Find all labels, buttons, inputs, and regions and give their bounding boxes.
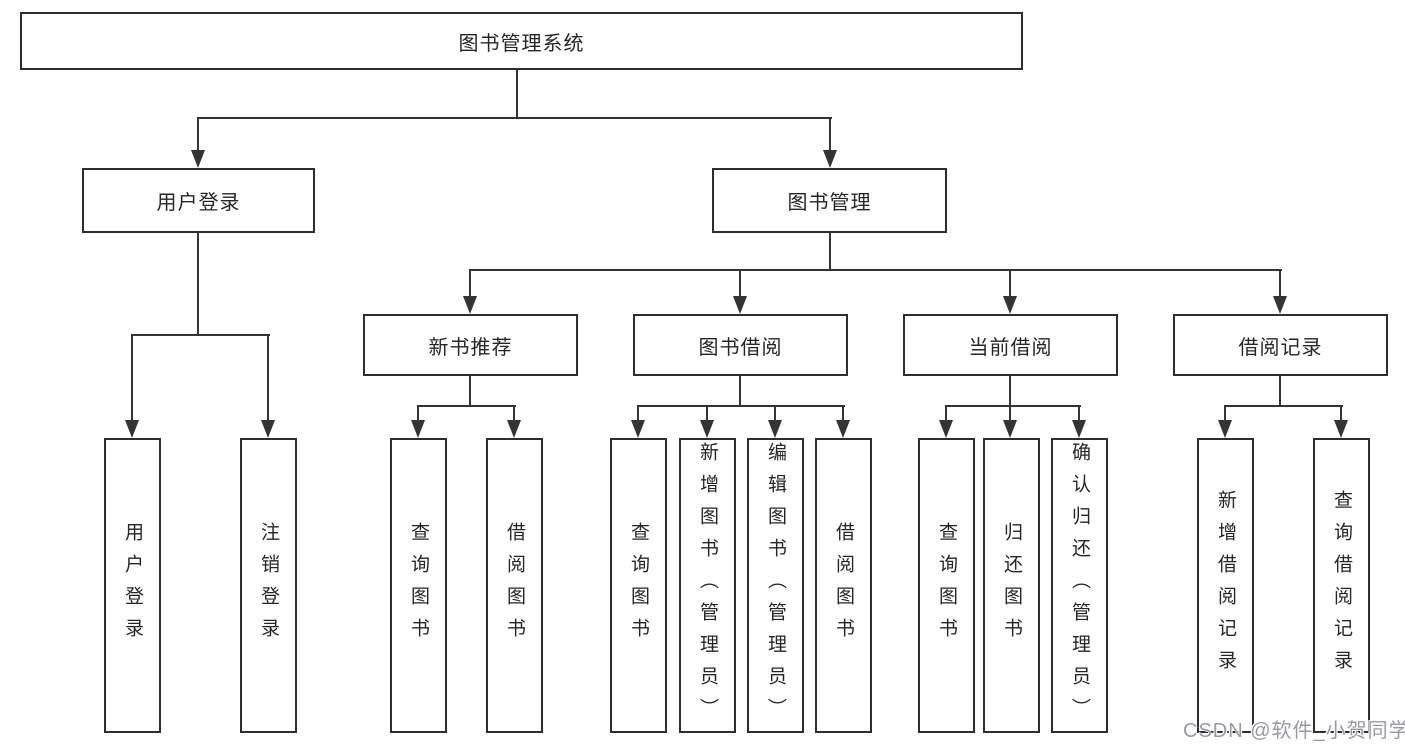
- connector-arrow-shaft: [774, 405, 776, 422]
- connector-arrowhead: [1003, 296, 1017, 314]
- connector-arrow-shaft: [197, 117, 199, 152]
- connector-arrow-shaft: [1009, 405, 1011, 422]
- connector-arrow-shaft: [417, 405, 419, 422]
- connector-arrow-shaft: [267, 334, 269, 422]
- connector-line: [197, 233, 199, 336]
- connector-arrow-shaft: [1340, 405, 1342, 422]
- connector-line: [945, 405, 1081, 407]
- connector-arrowhead: [733, 296, 747, 314]
- connector-arrow-shaft: [1009, 269, 1011, 298]
- node-new-book-recommendation: 新书推荐: [363, 314, 578, 376]
- watermark-text: CSDN @软件_小贺同学: [1183, 720, 1405, 742]
- connector-line: [1279, 376, 1281, 407]
- connector-arrowhead: [823, 150, 837, 168]
- connector-arrow-shaft: [1224, 405, 1226, 422]
- connector-arrowhead: [1218, 420, 1232, 438]
- connector-arrowhead: [1334, 420, 1348, 438]
- connector-line: [516, 68, 518, 119]
- connector-arrowhead: [1273, 296, 1287, 314]
- connector-arrowhead: [1072, 420, 1086, 438]
- connector-arrow-shaft: [131, 334, 133, 422]
- connector-arrow-shaft: [469, 269, 471, 298]
- connector-arrowhead: [125, 420, 139, 438]
- connector-arrowhead: [836, 420, 850, 438]
- connector-line: [469, 376, 471, 407]
- node-borrowing-records: 借阅记录: [1173, 314, 1388, 376]
- connector-line: [469, 269, 1282, 271]
- connector-arrow-shaft: [1279, 269, 1281, 298]
- connector-arrowhead: [191, 150, 205, 168]
- connector-arrowhead: [700, 420, 714, 438]
- leaf-query-books-recommend: 查询图书: [390, 438, 447, 733]
- connector-arrow-shaft: [706, 405, 708, 422]
- connector-arrowhead: [939, 420, 953, 438]
- node-user-login: 用户登录: [82, 168, 315, 233]
- connector-arrow-shaft: [945, 405, 947, 422]
- leaf-user-login: 用户登录: [104, 438, 161, 733]
- node-library-management-system: 图书管理系统: [20, 12, 1023, 70]
- connector-arrowhead: [261, 420, 275, 438]
- connector-arrow-shaft: [513, 405, 515, 422]
- connector-line: [1009, 376, 1011, 407]
- leaf-add-books-admin: 新增图书（管理员）: [679, 438, 736, 733]
- connector-arrowhead: [463, 296, 477, 314]
- connector-arrowhead: [631, 420, 645, 438]
- connector-arrow-shaft: [842, 405, 844, 422]
- connector-arrow-shaft: [829, 117, 831, 152]
- leaf-query-borrow-record: 查询借阅记录: [1313, 438, 1370, 733]
- leaf-query-books-current: 查询图书: [918, 438, 975, 733]
- connector-line: [1224, 405, 1343, 407]
- connector-arrowhead: [507, 420, 521, 438]
- connector-line: [739, 376, 741, 407]
- connector-line: [417, 405, 516, 407]
- connector-arrowhead: [1003, 420, 1017, 438]
- connector-arrow-shaft: [739, 269, 741, 298]
- leaf-query-books-borrow: 查询图书: [610, 438, 667, 733]
- connector-arrowhead: [411, 420, 425, 438]
- leaf-edit-books-admin: 编辑图书（管理员）: [747, 438, 804, 733]
- node-current-borrowing: 当前借阅: [903, 314, 1118, 376]
- connector-line: [131, 334, 270, 336]
- node-book-borrowing: 图书借阅: [633, 314, 848, 376]
- leaf-logout: 注销登录: [240, 438, 297, 733]
- leaf-borrow-books-recommend: 借阅图书: [486, 438, 543, 733]
- leaf-confirm-return-admin: 确认归还（管理员）: [1051, 438, 1108, 733]
- leaf-borrow-books: 借阅图书: [815, 438, 872, 733]
- connector-line: [829, 233, 831, 271]
- connector-line: [637, 405, 845, 407]
- leaf-add-borrow-record: 新增借阅记录: [1197, 438, 1254, 733]
- connector-line: [197, 117, 832, 119]
- connector-arrow-shaft: [1078, 405, 1080, 422]
- leaf-return-books: 归还图书: [983, 438, 1040, 733]
- connector-arrow-shaft: [637, 405, 639, 422]
- node-book-management: 图书管理: [712, 168, 947, 233]
- connector-arrowhead: [768, 420, 782, 438]
